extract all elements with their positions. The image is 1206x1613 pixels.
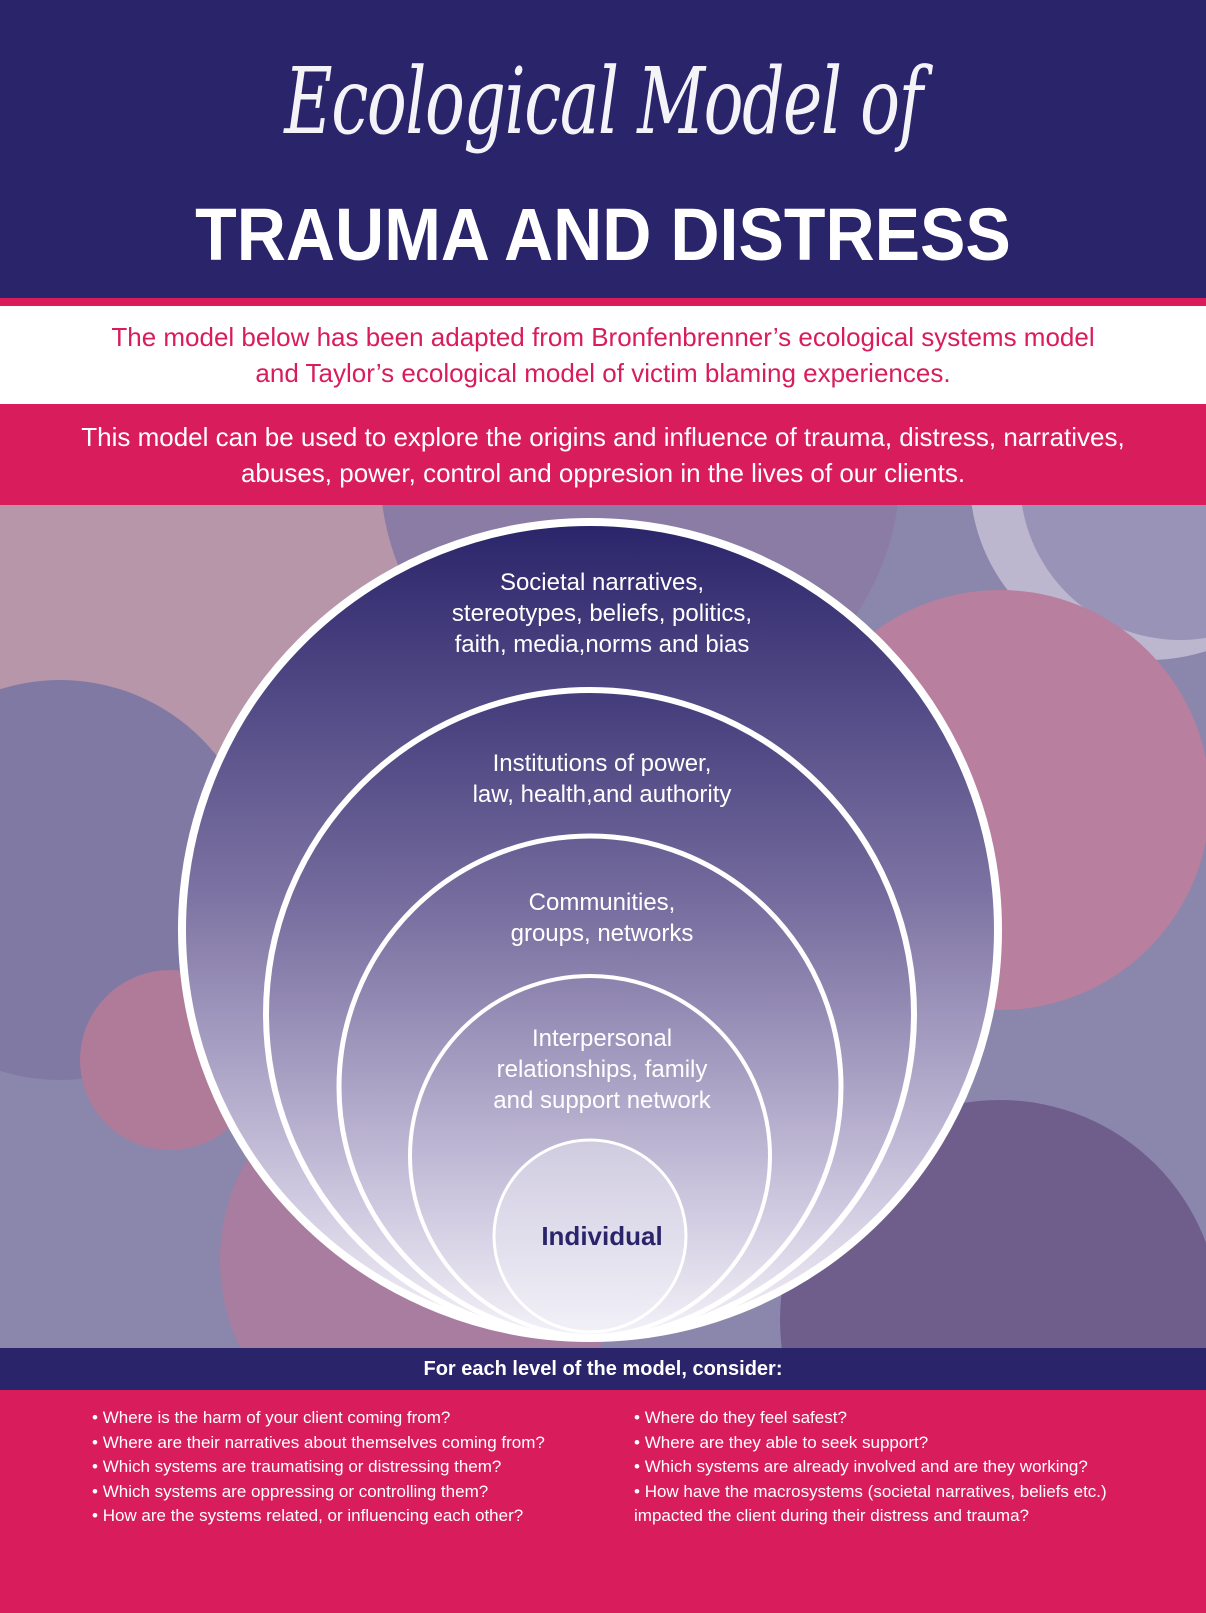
level-interpersonal-label: Interpersonal relationships, family and … — [402, 1023, 802, 1116]
label-line: Communities, — [528, 889, 676, 916]
question-item: Where are their narratives about themsel… — [92, 1431, 612, 1456]
label-line: and support network — [493, 1087, 711, 1114]
intro-text: The model below has been adapted from Br… — [0, 306, 1206, 404]
page-title: TRAUMA AND DISTRESS — [195, 193, 1011, 276]
questions-right: Where do they feel safest? Where are the… — [634, 1406, 1154, 1529]
ecological-diagram: Societal narratives, stereotypes, belief… — [0, 505, 1206, 1348]
question-item: Which systems are already involved and a… — [634, 1455, 1154, 1480]
script-title: Ecological Model of — [284, 48, 923, 155]
questions-left: Where is the harm of your client coming … — [92, 1406, 612, 1529]
level-societal-label: Societal narratives, stereotypes, belief… — [402, 567, 802, 660]
intro-line: and Taylor’s ecological model of victim … — [255, 358, 951, 388]
label-line: Institutions of power, — [492, 750, 712, 777]
level-individual-label: Individual — [402, 1221, 802, 1252]
purpose-line: This model can be used to explore the or… — [81, 422, 1125, 452]
label-line: groups, networks — [510, 920, 694, 947]
header: Ecological Model of TRAUMA AND DISTRESS — [0, 0, 1206, 298]
question-item: Where are they able to seek support? — [634, 1431, 1154, 1456]
question-item: Which systems are traumatising or distre… — [92, 1455, 612, 1480]
label-line: Societal narratives, — [499, 569, 705, 596]
level-communities-label: Communities, groups, networks — [402, 887, 802, 949]
question-item: How have the macrosystems (societal narr… — [634, 1480, 1154, 1529]
ring-individual — [492, 1138, 688, 1334]
question-item: Which systems are oppressing or controll… — [92, 1480, 612, 1505]
questions: Where is the harm of your client coming … — [0, 1390, 1206, 1613]
label-line: stereotypes, beliefs, politics, — [451, 600, 753, 627]
label-line: faith, media,norms and bias — [454, 631, 750, 658]
label-line: Individual — [541, 1221, 663, 1251]
purpose-band: This model can be used to explore the or… — [0, 404, 1206, 505]
question-item: Where do they feel safest? — [634, 1406, 1154, 1431]
question-item: How are the systems related, or influenc… — [92, 1504, 612, 1529]
level-institutions-label: Institutions of power, law, health,and a… — [402, 748, 802, 810]
purpose-line: abuses, power, control and oppresion in … — [240, 458, 966, 488]
label-line: law, health,and authority — [472, 781, 732, 808]
consider-heading: For each level of the model, consider: — [0, 1348, 1206, 1390]
label-line: Interpersonal — [531, 1025, 673, 1052]
intro-line: The model below has been adapted from Br… — [111, 322, 1095, 352]
diagram-svg — [0, 505, 1206, 1348]
question-item: Where is the harm of your client coming … — [92, 1406, 612, 1431]
label-line: relationships, family — [496, 1056, 708, 1083]
divider — [0, 298, 1206, 306]
ring-interpersonal — [408, 974, 772, 1338]
bg-blob — [1022, 505, 1206, 640]
